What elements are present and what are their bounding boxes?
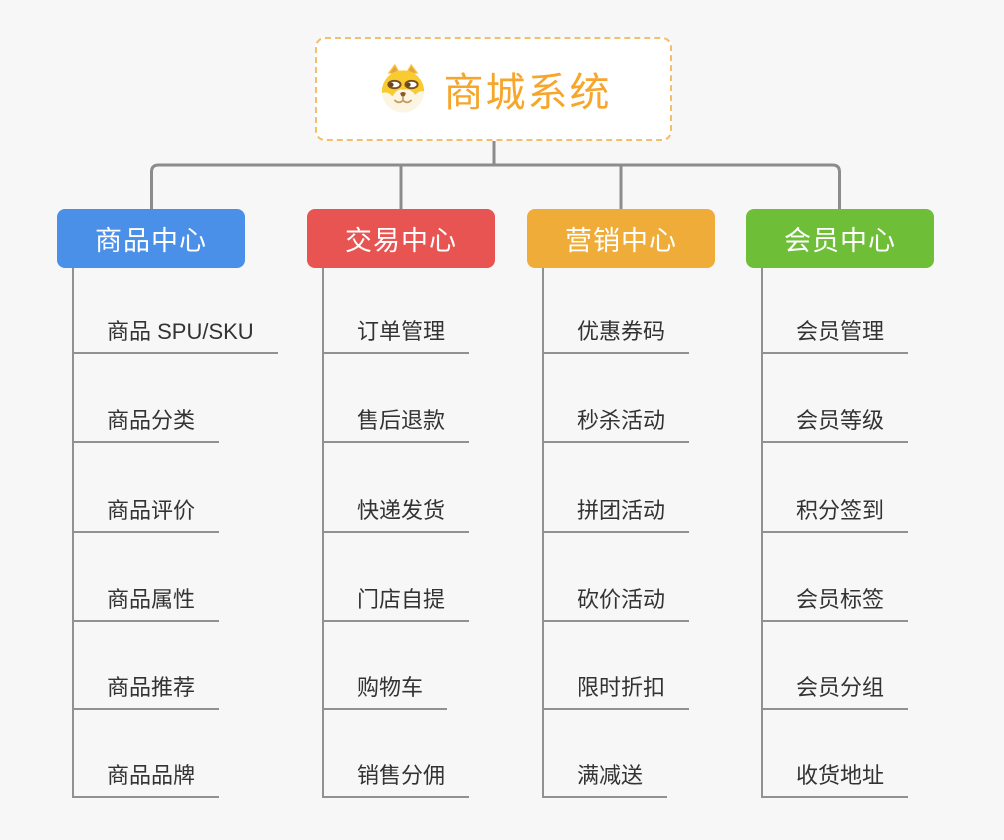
leaf-node[interactable]: 满减送	[544, 752, 668, 798]
leaf-node[interactable]: 门店自提	[324, 576, 470, 622]
leaf-node[interactable]: 秒杀活动	[544, 397, 690, 443]
leaf-node[interactable]: 商品品牌	[74, 752, 220, 798]
leaf-node[interactable]: 订单管理	[324, 308, 470, 354]
leaf-node[interactable]: 购物车	[324, 664, 448, 710]
leaf-node[interactable]: 积分签到	[763, 487, 909, 533]
leaf-node[interactable]: 快递发货	[324, 487, 470, 533]
leaf-node[interactable]: 销售分佣	[324, 752, 470, 798]
leaf-node[interactable]: 商品评价	[74, 487, 220, 533]
leaf-node[interactable]: 商品分类	[74, 397, 220, 443]
leaf-node[interactable]: 会员管理	[763, 308, 909, 354]
leaf-node[interactable]: 优惠券码	[544, 308, 690, 354]
leaf-node[interactable]: 砍价活动	[544, 576, 690, 622]
leaf-node[interactable]: 会员标签	[763, 576, 909, 622]
branch-column-goods: 商品 SPU/SKU 商品分类 商品评价 商品属性 商品推荐 商品品牌	[72, 268, 312, 798]
doge-icon	[381, 63, 424, 113]
leaf-node[interactable]: 商品推荐	[74, 664, 220, 710]
leaf-node[interactable]: 商品属性	[74, 576, 220, 622]
root-title: 商城系统	[443, 71, 612, 115]
leaf-node[interactable]: 售后退款	[324, 397, 470, 443]
root-node[interactable]: 商城系统	[315, 37, 672, 141]
leaf-node[interactable]: 会员等级	[763, 397, 909, 443]
leaf-node[interactable]: 商品 SPU/SKU	[74, 308, 278, 354]
leaf-node[interactable]: 收货地址	[763, 752, 909, 798]
branch-column-marketing: 优惠券码 秒杀活动 拼团活动 砍价活动 限时折扣 满减送	[542, 268, 782, 798]
branch-header-marketing[interactable]: 营销中心	[527, 209, 715, 268]
branch-column-member: 会员管理 会员等级 积分签到 会员标签 会员分组 收货地址	[761, 268, 1001, 798]
branch-header-member[interactable]: 会员中心	[746, 209, 934, 268]
branch-header-trade[interactable]: 交易中心	[307, 209, 495, 268]
leaf-node[interactable]: 限时折扣	[544, 664, 690, 710]
branch-header-goods[interactable]: 商品中心	[57, 209, 245, 268]
leaf-node[interactable]: 会员分组	[763, 664, 909, 710]
leaf-node[interactable]: 拼团活动	[544, 487, 690, 533]
branch-column-trade: 订单管理 售后退款 快递发货 门店自提 购物车 销售分佣	[322, 268, 562, 798]
